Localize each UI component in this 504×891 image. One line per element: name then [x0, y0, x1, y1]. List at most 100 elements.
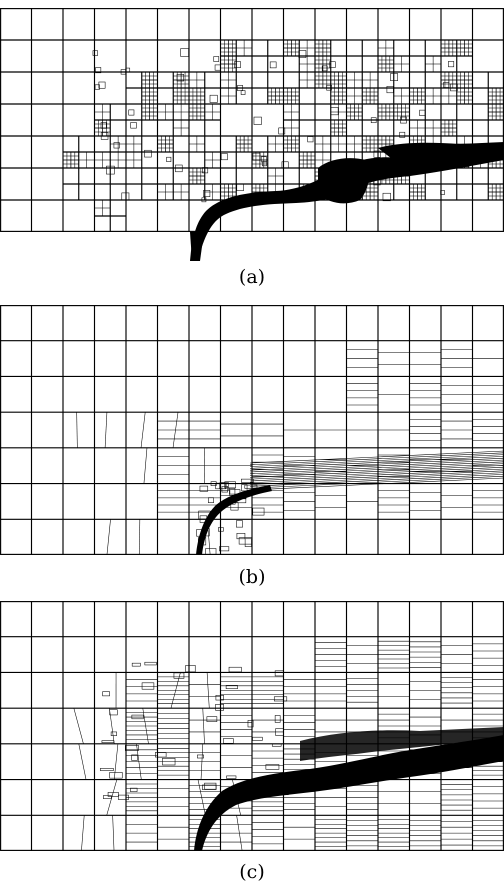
mesh-edge — [249, 472, 504, 485]
mesh-cell — [273, 696, 288, 702]
mesh-edge — [249, 470, 504, 484]
mesh-cell — [234, 497, 247, 504]
mesh-cell — [390, 73, 398, 81]
mesh-cell — [197, 754, 204, 759]
mesh-cell — [382, 192, 391, 202]
mesh-cell — [236, 533, 246, 540]
caption-c: (c) — [239, 861, 265, 883]
mesh-edge — [249, 468, 504, 482]
mesh-b — [0, 305, 504, 555]
mesh-edge — [76, 412, 78, 448]
mesh-edge — [106, 519, 111, 555]
mesh-cell — [109, 772, 123, 779]
mesh-cell — [185, 665, 196, 673]
mesh-cell — [241, 484, 248, 492]
mesh-cell — [262, 161, 267, 167]
mesh-edge — [249, 466, 504, 480]
mesh-panel-c — [0, 601, 504, 851]
mesh-cell — [271, 743, 282, 747]
mesh-cell — [448, 61, 455, 68]
mesh-cell — [99, 768, 114, 771]
mesh-edge — [140, 412, 146, 448]
mesh-cell — [321, 65, 328, 72]
mesh-cell — [219, 546, 230, 552]
mesh-edge — [200, 743, 204, 780]
mesh-cell — [176, 74, 184, 82]
mesh-cell — [201, 197, 207, 203]
mesh-cell — [221, 486, 228, 493]
mesh-edge — [113, 743, 119, 780]
mesh-cell — [252, 736, 263, 741]
mesh-cell — [229, 489, 241, 495]
mesh-cell — [252, 507, 265, 516]
mesh-cell — [228, 666, 242, 673]
mesh-edge — [73, 708, 84, 744]
mesh-cell — [95, 67, 102, 74]
mesh-cell — [215, 704, 224, 711]
mesh-cell — [166, 156, 172, 162]
mesh-cell — [228, 498, 236, 505]
mesh-cell — [125, 67, 131, 73]
mesh-cell — [208, 497, 214, 503]
refinement-blob — [378, 142, 504, 162]
mesh-cell — [205, 548, 217, 555]
mesh-cell — [106, 165, 115, 175]
mesh-cell — [213, 56, 220, 62]
mesh-cell — [326, 84, 332, 91]
mesh-cell — [130, 787, 138, 792]
mesh-cell — [131, 714, 144, 720]
mesh-cell — [271, 785, 277, 791]
mesh-cell — [220, 153, 228, 161]
mesh-cell — [425, 147, 433, 155]
mesh-cell — [202, 784, 217, 790]
mesh-cell — [214, 64, 221, 71]
mesh-cell — [210, 481, 217, 486]
mesh-cell — [100, 122, 108, 129]
mesh-cell — [386, 86, 394, 94]
mesh-edge — [249, 452, 504, 466]
mesh-edge — [81, 815, 85, 851]
mesh-cell — [244, 484, 258, 489]
mesh-edge — [109, 708, 115, 744]
mesh-edge — [249, 454, 504, 467]
mesh-cell — [329, 61, 336, 68]
caption-a: (a) — [238, 266, 266, 288]
mesh-cell — [102, 691, 110, 697]
mesh-cell — [130, 122, 137, 129]
mesh-cell — [206, 716, 218, 722]
mesh-edge — [249, 463, 504, 476]
mesh-cell — [307, 136, 314, 143]
mesh-cell — [298, 50, 307, 58]
mesh-cell — [428, 148, 435, 155]
mesh-cell — [260, 156, 267, 163]
mesh-cell — [103, 795, 112, 799]
mesh-cell — [229, 488, 236, 496]
refinement-tail — [190, 232, 204, 261]
mesh-cell — [353, 190, 359, 196]
caption-b: (b) — [238, 566, 266, 588]
mesh-cell — [253, 116, 262, 125]
mesh-edge — [249, 461, 504, 475]
mesh-cell — [131, 754, 138, 761]
mesh-cell — [199, 515, 208, 523]
mesh-cell — [198, 537, 207, 546]
mesh-edge — [236, 815, 243, 851]
mesh-edge — [197, 779, 206, 816]
mesh-edge — [249, 477, 504, 491]
mesh-cell — [180, 48, 189, 57]
mesh-cell — [131, 662, 141, 667]
mesh-cell — [224, 481, 236, 489]
mesh-cell — [281, 161, 289, 169]
mesh-cell — [92, 50, 98, 56]
mesh-cell — [100, 132, 109, 140]
mesh-cell — [113, 142, 120, 149]
mesh-cell — [215, 695, 224, 701]
mesh-cell — [219, 482, 227, 489]
mesh-cell — [204, 782, 217, 790]
mesh-cell — [234, 495, 247, 500]
mesh-cell — [101, 740, 115, 743]
mesh-cell — [198, 510, 211, 520]
mesh-cell — [236, 520, 243, 528]
mesh-cell — [252, 152, 261, 161]
mesh-cell — [278, 791, 289, 796]
